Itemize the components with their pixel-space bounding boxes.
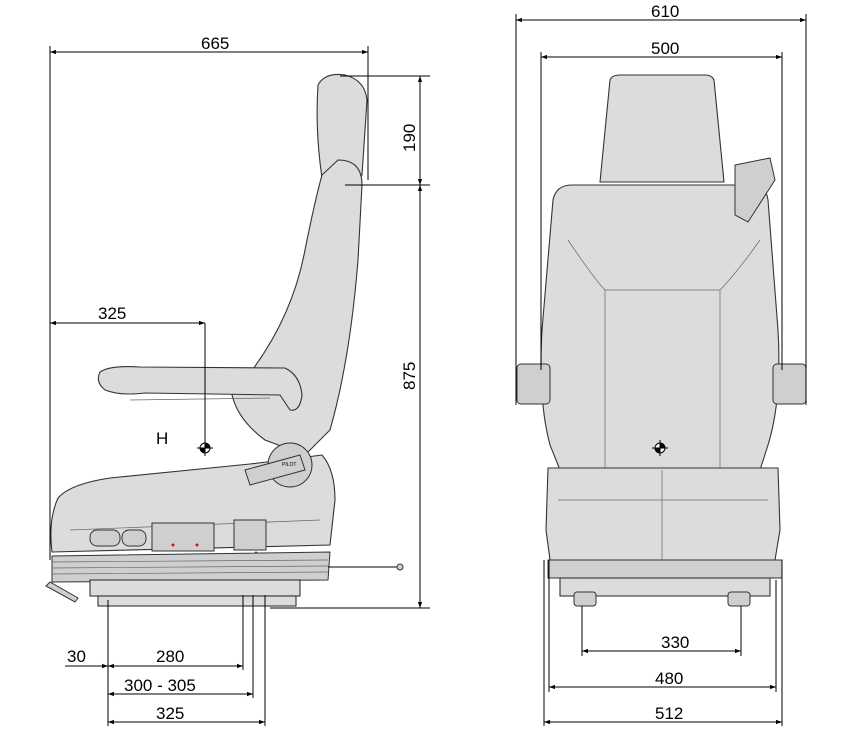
h-point-label: H xyxy=(156,429,168,448)
front-base xyxy=(559,577,771,597)
side-view-seat: PILOT xyxy=(45,73,404,607)
front-mount-left xyxy=(573,591,597,607)
front-cushion xyxy=(545,467,781,561)
side-adjust-lever xyxy=(45,581,79,603)
front-armrest-right xyxy=(772,363,807,405)
side-switch-block xyxy=(233,519,267,551)
side-dimensions xyxy=(49,46,430,726)
front-seatbelt-buckle xyxy=(734,157,776,223)
dim-h-point-depth: 325 xyxy=(98,304,126,323)
side-base-rail xyxy=(97,595,297,607)
dim-total-height: 875 xyxy=(400,362,419,390)
dim-base-512: 512 xyxy=(655,704,683,723)
dim-rail-325: 325 xyxy=(156,704,184,723)
front-suspension xyxy=(547,559,783,579)
dim-backrest-width: 500 xyxy=(651,39,679,58)
dim-mount-480: 480 xyxy=(655,669,683,688)
front-dimensions xyxy=(515,14,807,726)
pilot-logo: PILOT xyxy=(282,462,296,468)
side-control-panel xyxy=(151,522,215,552)
dim-overall-width: 610 xyxy=(651,2,679,21)
dim-offset-front: 30 xyxy=(67,647,86,666)
side-base-frame xyxy=(89,579,301,597)
side-armrest xyxy=(97,366,303,411)
side-control-button xyxy=(121,529,147,547)
dim-headrest-height: 190 xyxy=(400,124,419,152)
dim-overall-depth: 665 xyxy=(201,34,229,53)
side-control-knob xyxy=(89,529,121,547)
front-view-seat xyxy=(516,74,807,607)
side-cable-plug xyxy=(396,563,404,571)
dim-rail-range: 300 - 305 xyxy=(124,676,196,695)
front-backrest xyxy=(540,184,780,471)
dim-mount-330: 330 xyxy=(661,633,689,652)
side-headrest xyxy=(316,73,368,183)
dim-rail-280: 280 xyxy=(156,647,184,666)
h-point-marker-front xyxy=(652,440,668,456)
front-mount-right xyxy=(727,591,751,607)
h-point-marker-side xyxy=(197,440,213,456)
front-headrest xyxy=(599,74,725,183)
front-armrest-left xyxy=(516,363,551,405)
side-backrest xyxy=(231,159,363,456)
